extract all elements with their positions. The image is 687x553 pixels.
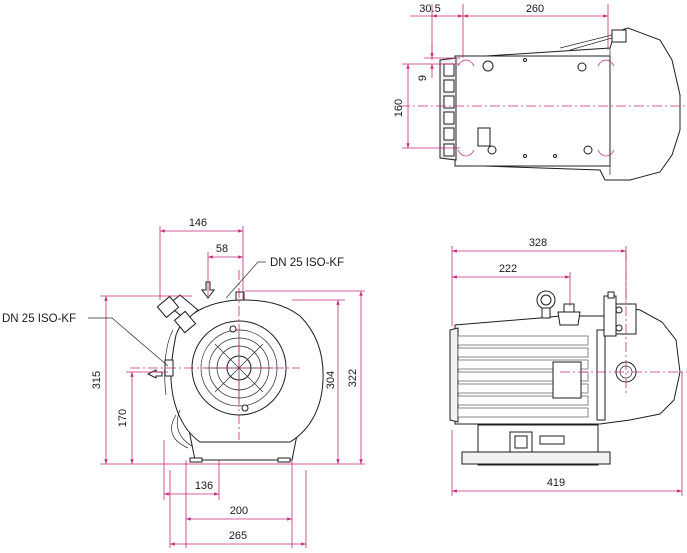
dim-170: 170 bbox=[117, 409, 129, 427]
front-view-body bbox=[146, 281, 324, 463]
dim-328: 328 bbox=[529, 237, 547, 249]
dim-260: 260 bbox=[526, 3, 544, 15]
dim-9: 9 bbox=[417, 75, 429, 81]
dim-146: 146 bbox=[189, 217, 207, 229]
side-view: 328 222 419 bbox=[449, 237, 687, 496]
inlet-flange-label: DN 25 ISO-KF bbox=[270, 257, 344, 269]
outlet-flange-label: DN 25 ISO-KF bbox=[2, 313, 76, 325]
dim-136: 136 bbox=[195, 480, 213, 492]
side-view-body bbox=[449, 290, 681, 466]
dim-419: 419 bbox=[547, 477, 565, 489]
dim-322: 322 bbox=[347, 369, 359, 387]
dim-265: 265 bbox=[229, 530, 247, 542]
dim-315: 315 bbox=[91, 371, 103, 389]
dim-160: 160 bbox=[393, 99, 405, 117]
top-view-body bbox=[439, 27, 681, 181]
dim-58: 58 bbox=[216, 243, 228, 255]
dim-304: 304 bbox=[325, 371, 337, 389]
dim-222: 222 bbox=[499, 263, 517, 275]
top-view: 30.5 260 9 160 bbox=[393, 3, 687, 181]
dim-30-5: 30.5 bbox=[419, 3, 440, 15]
front-view: 146 58 315 170 304 322 136 200 265 DN 25… bbox=[2, 217, 365, 548]
dim-200: 200 bbox=[230, 505, 248, 517]
